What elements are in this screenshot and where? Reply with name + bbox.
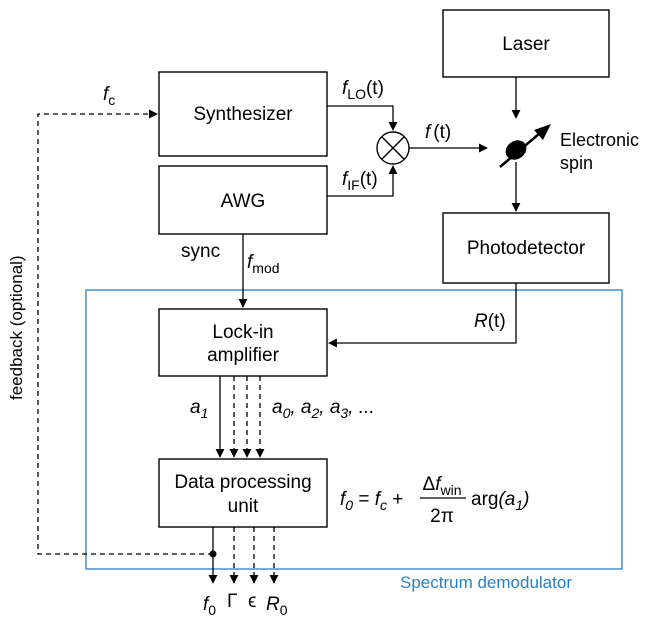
flo-wire: [327, 105, 398, 131]
fmod-label: fmod: [247, 252, 280, 276]
fc-label: fc: [103, 84, 115, 108]
dpu-label-line1: Data processing: [174, 472, 311, 493]
spin-label-line2: spin: [560, 153, 593, 173]
epsilon-output-label: ϵ: [248, 591, 256, 612]
rt-label: R(t): [474, 311, 506, 332]
formula-numerator: Δfwin: [423, 474, 462, 498]
gamma-output-label: Γ: [227, 591, 237, 612]
feedback-label: feedback (optional): [7, 255, 26, 400]
r0-output-label: R0: [266, 594, 288, 618]
formula-arg: arg(a1): [471, 489, 530, 513]
a1-label: a1: [190, 397, 208, 421]
dpu-label-line2: unit: [228, 496, 259, 517]
awg-block: [158, 165, 328, 235]
f0-formula: f0 = fc + Δfwin 2π arg(a1): [340, 474, 530, 527]
ft-label: f(t): [425, 122, 451, 143]
lockin-amplifier-block: [158, 308, 328, 377]
laser-label: Laser: [502, 34, 550, 55]
lockin-label-line2: amplifier: [207, 345, 279, 366]
rt-wire: [328, 283, 517, 348]
fif-label: fIF(t): [342, 169, 378, 193]
spin-label-line1: Electronic: [560, 130, 639, 150]
mixer-symbol: [376, 131, 410, 165]
photodetector-label: Photodetector: [467, 238, 586, 259]
f0-output-label: f0: [203, 594, 216, 618]
flo-label: fLO(t): [342, 78, 384, 102]
formula-lhs: f0 = fc +: [340, 489, 409, 513]
sync-label: sync: [181, 241, 220, 262]
a-rest-label: a0, a2, a3, ...: [272, 397, 375, 421]
flo-t: (t): [366, 78, 384, 99]
laser-block: [442, 9, 610, 78]
spectrum-demodulator-label: Spectrum demodulator: [400, 573, 572, 592]
synthesizer-label: Synthesizer: [193, 104, 293, 125]
formula-denominator: 2π: [430, 506, 454, 527]
lockin-label-line1: Lock-in: [212, 322, 273, 343]
synthesizer-block: [158, 71, 328, 157]
electronic-spin-icon: [499, 124, 551, 168]
spectrum-demodulator-region: [85, 289, 623, 570]
photodetector-block: [442, 212, 610, 284]
fif-wire: [327, 165, 398, 197]
awg-label: AWG: [221, 191, 266, 212]
data-processing-block: [158, 458, 328, 528]
